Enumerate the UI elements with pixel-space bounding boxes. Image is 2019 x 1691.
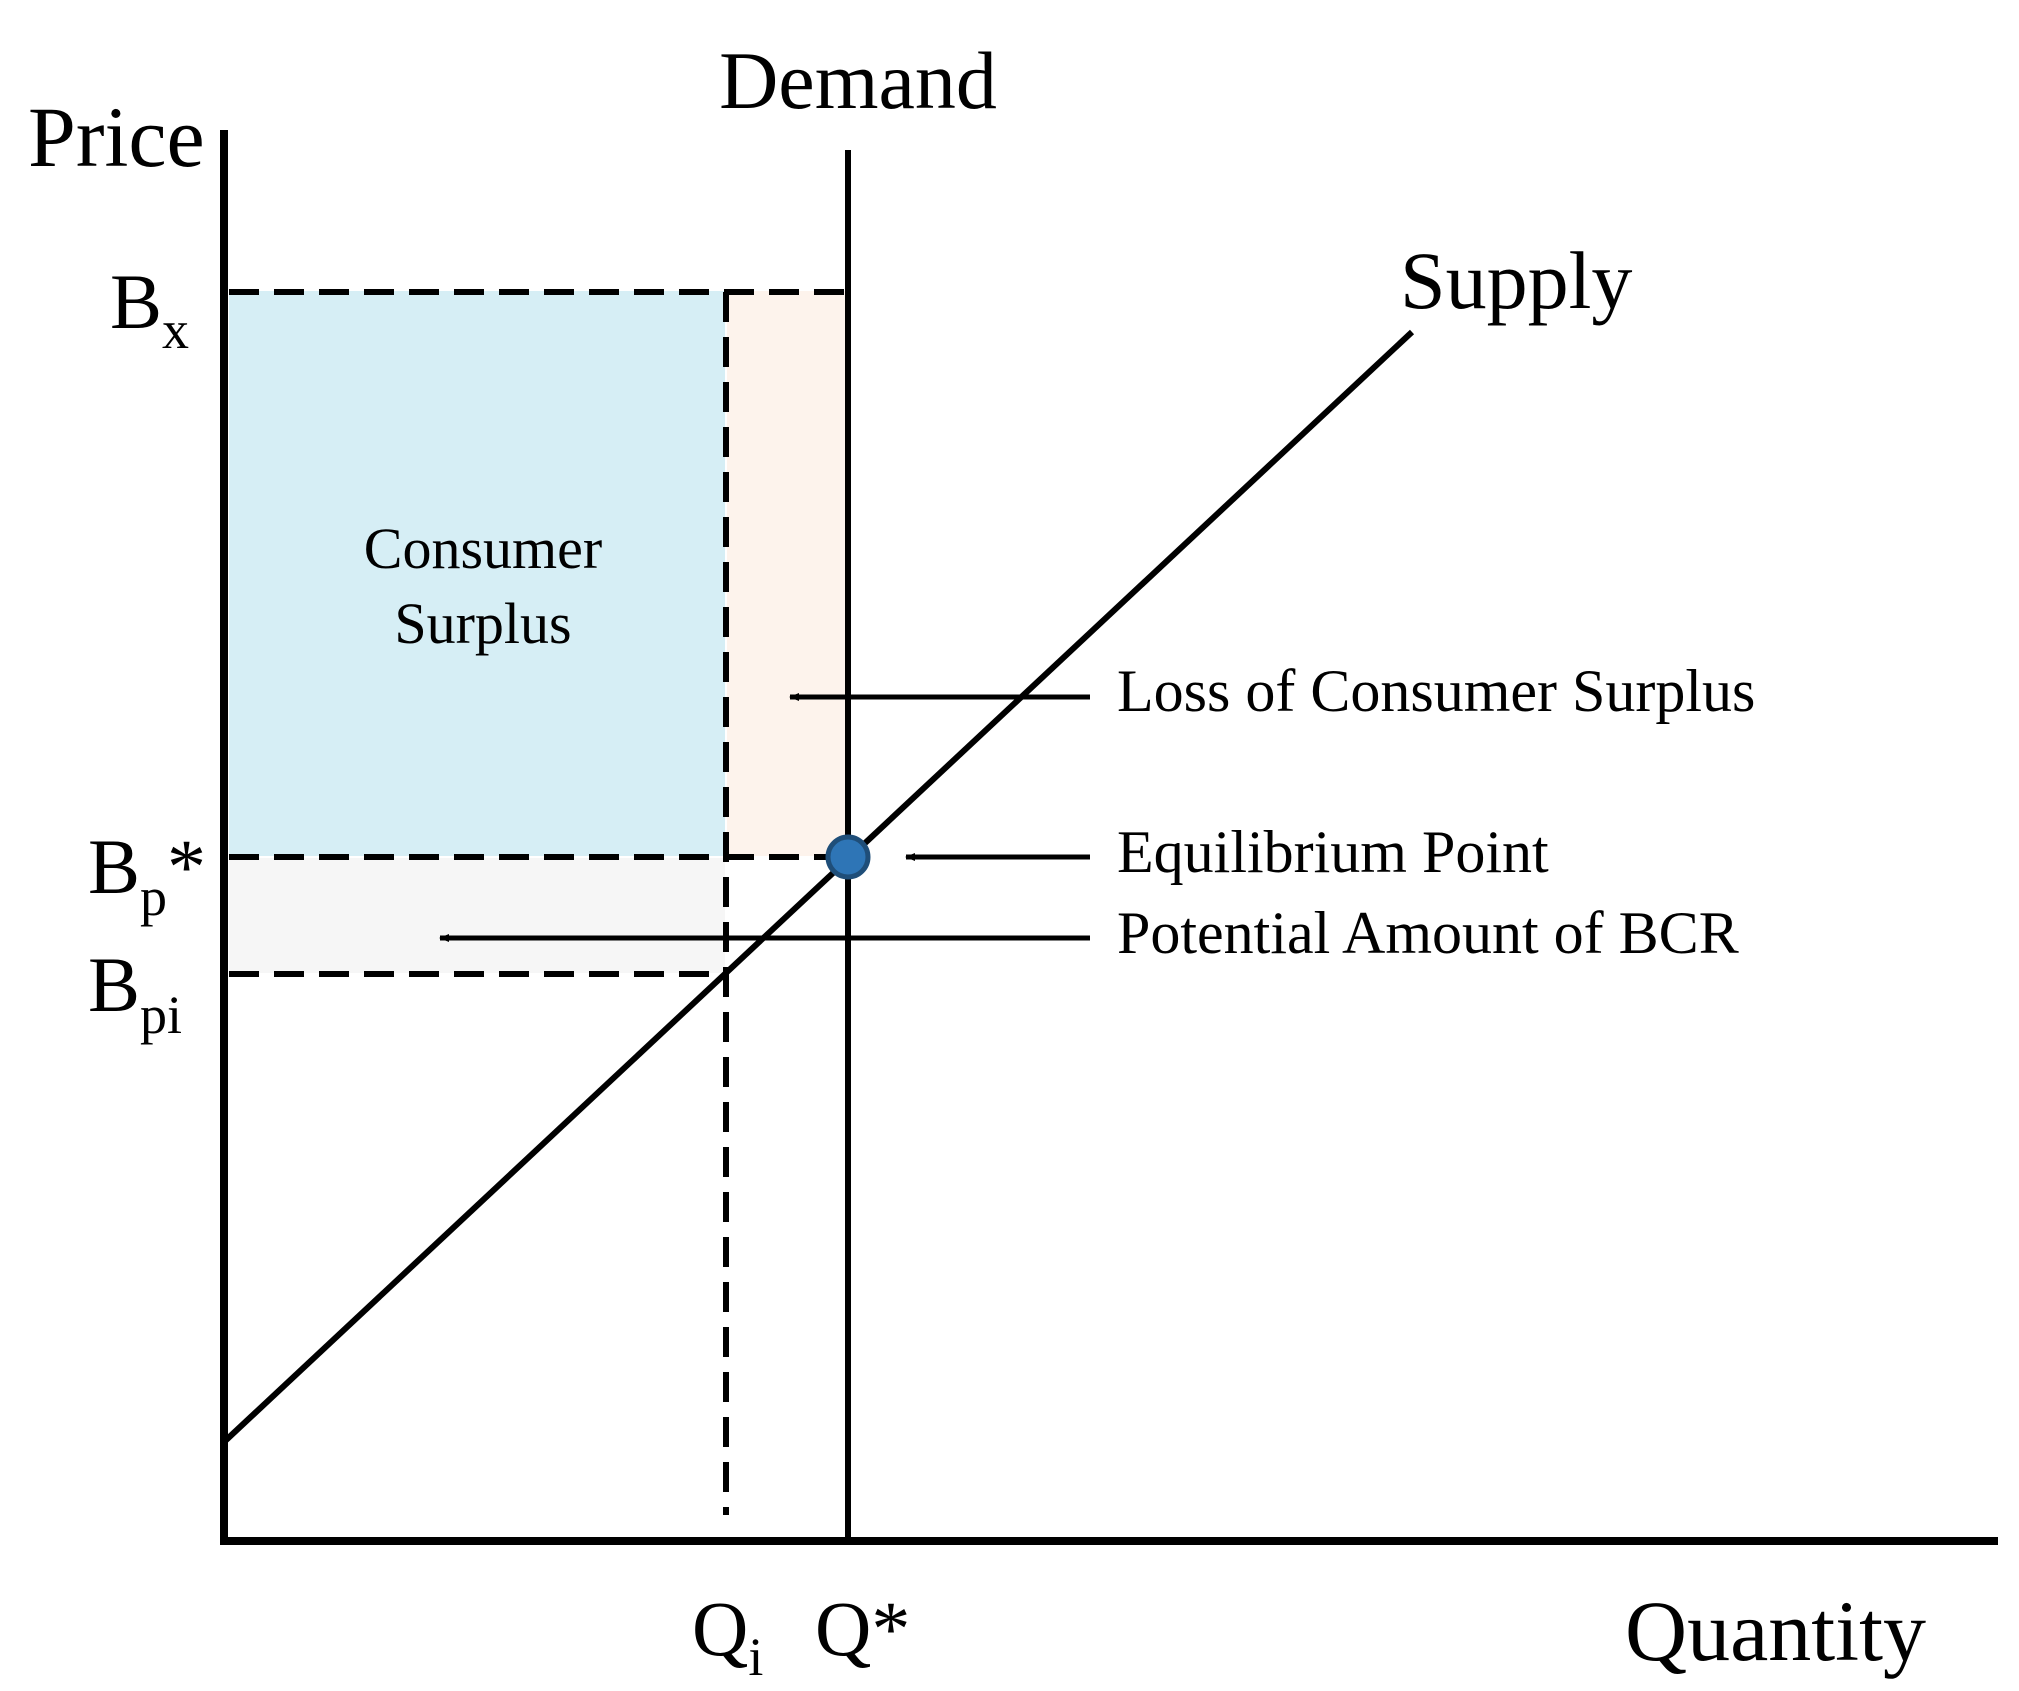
quantity-axis-label: Quantity: [1625, 1583, 1926, 1679]
bcr-area: [229, 858, 725, 973]
qstar-label: Q*: [815, 1585, 910, 1672]
price-axis-label: Price: [28, 89, 205, 185]
consumer-surplus-area: [229, 291, 725, 856]
loss-of-consumer-surplus-area: [727, 291, 848, 856]
equilibrium-point: [825, 834, 871, 880]
bpi-label: Bpi: [88, 941, 182, 1045]
qi-label: Qi: [692, 1585, 763, 1687]
consumer-surplus-label-line2: Surplus: [394, 591, 571, 656]
loss-of-consumer-surplus-label: Loss of Consumer Surplus: [1117, 658, 1755, 724]
equilibrium-point-label: Equilibrium Point: [1117, 819, 1549, 885]
supply-label: Supply: [1400, 235, 1632, 326]
bx-label: Bx: [110, 258, 189, 360]
bp-star-label: Bp*: [88, 823, 206, 927]
consumer-surplus-label-line1: Consumer: [364, 516, 602, 581]
supply-curve: [221, 329, 1415, 1445]
potential-amount-bcr-label: Potential Amount of BCR: [1117, 900, 1739, 966]
demand-label: Demand: [719, 35, 997, 126]
